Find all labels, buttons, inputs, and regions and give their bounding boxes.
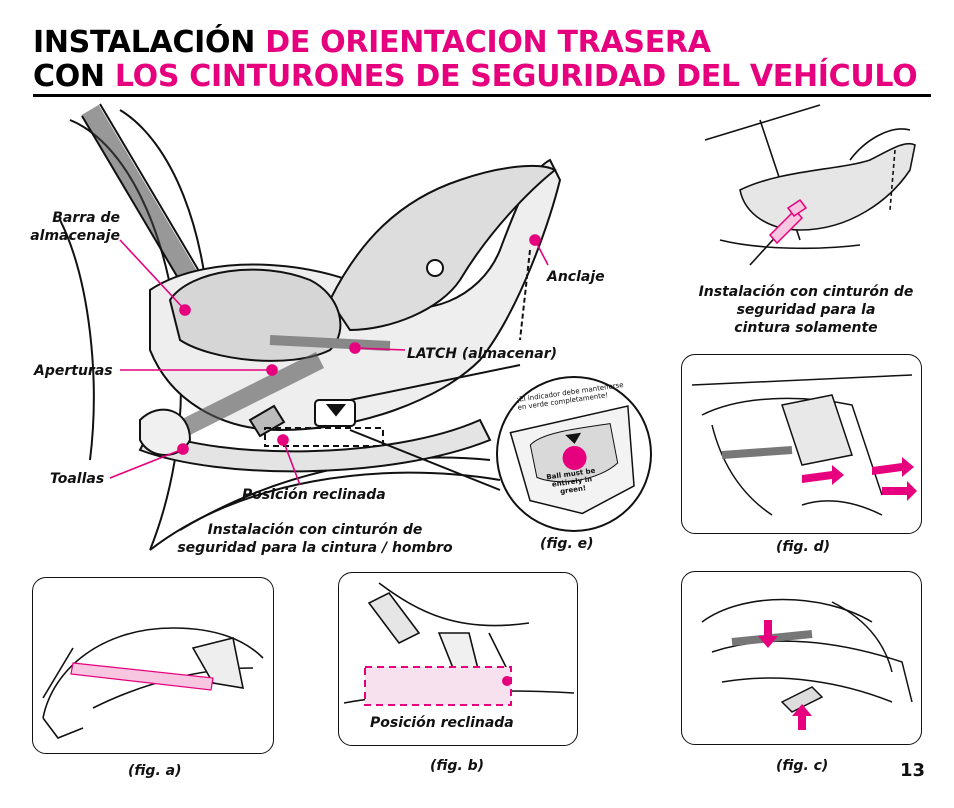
fig-c-illustration (701, 598, 913, 730)
fig-b-label: Posición reclinada (370, 715, 514, 731)
lap-caption-line-1: Instalación con cinturón de (698, 284, 914, 300)
title-rule (33, 94, 931, 97)
fig-b-caption: (fig. b) (430, 758, 485, 774)
title-line-1-pink: DE ORIENTACION TRASERA (265, 25, 711, 60)
fig-d-illustration (691, 374, 917, 516)
fig-d-panel (681, 354, 922, 534)
label-toallas: Toallas (50, 471, 105, 487)
main-caption-line-1: Instalación con cinturón de (207, 522, 423, 538)
fig-b-panel (338, 572, 578, 746)
lap-caption-line-3: cintura solamente (734, 320, 878, 336)
label-barra-line-1: Barra de (52, 210, 120, 226)
lap-belt-only-illustration (704, 104, 916, 266)
fig-b-illustration (343, 582, 575, 706)
page-number: 13 (900, 760, 926, 781)
fig-a-caption: (fig. a) (128, 763, 182, 779)
label-aperturas: Aperturas (34, 363, 113, 379)
page-title: INSTALACIÓN DE ORIENTACION TRASERA CON L… (33, 26, 918, 94)
title-line-1: INSTALACIÓN DE ORIENTACION TRASERA (33, 26, 917, 60)
title-line-2: CON LOS CINTURONES DE SEGURIDAD DEL VEHÍ… (33, 59, 918, 94)
label-latch: LATCH (almacenar) (407, 346, 558, 362)
title-line-1-black: INSTALACIÓN (33, 25, 256, 60)
title-line-2-pink: LOS CINTURONES DE SEGURIDAD DEL VEHÍCULO (114, 59, 918, 94)
title-line-2-black: CON (33, 59, 105, 94)
lap-belt-only-caption: Instalación con cinturón de seguridad pa… (686, 283, 926, 337)
fig-a-panel (32, 577, 274, 754)
fig-e-caption: (fig. e) (540, 536, 594, 552)
main-car-seat-illustration (60, 103, 562, 551)
fig-d-caption: (fig. d) (776, 539, 831, 555)
fig-c-caption: (fig. c) (776, 758, 829, 774)
label-barra-line-2: almacenaje (30, 228, 120, 244)
fig-e-indicator-illustration (496, 376, 652, 532)
label-posicion-reclinada: Posición reclinada (242, 487, 386, 503)
fig-c-panel (681, 571, 922, 745)
lap-caption-line-2: seguridad para la (736, 302, 876, 318)
main-caption: Instalación con cinturón de seguridad pa… (150, 521, 480, 557)
fig-a-illustration (42, 627, 264, 739)
label-anclaje: Anclaje (547, 269, 605, 285)
main-caption-line-2: seguridad para la cintura / hombro (177, 540, 453, 556)
label-barra-almacenaje: Barra de almacenaje (30, 209, 120, 245)
